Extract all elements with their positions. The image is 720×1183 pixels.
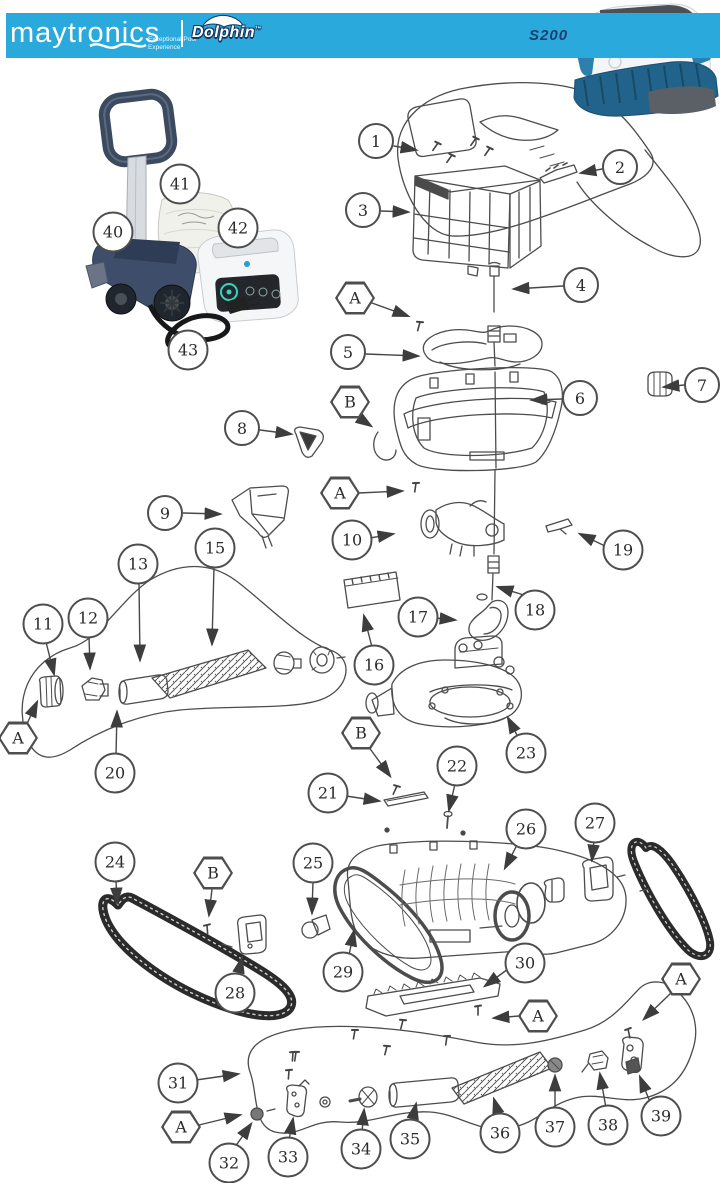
part-brush-bearing bbox=[273, 646, 346, 675]
part-motor-unit bbox=[365, 635, 523, 728]
part-brush-roller bbox=[151, 649, 267, 699]
part-spindle-34 bbox=[348, 1086, 378, 1108]
part-pin-and-cable bbox=[487, 261, 501, 601]
brand-logo: maytronics bbox=[10, 17, 161, 49]
part-tube-35 bbox=[388, 1077, 460, 1108]
brand-tagline: Exceptional Pool Experience bbox=[148, 36, 197, 51]
brand-wave-icon bbox=[89, 42, 147, 49]
part-filter-basket bbox=[412, 165, 542, 277]
part-brush-cap bbox=[38, 675, 64, 708]
part-float-cable-loop bbox=[539, 149, 701, 258]
part-brush-36 bbox=[451, 1051, 553, 1105]
part-impeller-adapter bbox=[647, 371, 673, 397]
part-washer bbox=[319, 1096, 331, 1108]
part-bracket-33 bbox=[286, 1079, 310, 1118]
part-handle bbox=[422, 325, 543, 371]
part-swivel bbox=[420, 500, 505, 557]
part-track-belt-left bbox=[98, 892, 296, 1021]
part-cable-clamp bbox=[468, 593, 509, 641]
header-band bbox=[6, 13, 720, 58]
part-clip bbox=[294, 426, 324, 458]
product-photo-caddy bbox=[85, 88, 299, 353]
part-plate bbox=[343, 571, 401, 609]
part-bottom-panel-outline bbox=[247, 981, 697, 1134]
part-bottom-rail bbox=[365, 972, 501, 1017]
part-bracket-28 bbox=[221, 914, 267, 955]
part-brush-housing-outline bbox=[21, 565, 347, 758]
part-track-belt-right bbox=[627, 837, 715, 961]
part-bracket-39 bbox=[621, 1036, 644, 1075]
part-roller-25 bbox=[301, 914, 331, 939]
part-chassis-assembly bbox=[333, 840, 627, 984]
part-brush-nut bbox=[81, 677, 109, 701]
part-motor-bracket-right bbox=[543, 856, 649, 903]
part-cable-hook bbox=[373, 431, 397, 461]
logo-divider bbox=[181, 20, 183, 47]
part-body bbox=[393, 367, 564, 472]
part-bracket bbox=[231, 485, 290, 549]
part-top-cover bbox=[396, 82, 654, 237]
part-small-clip bbox=[545, 518, 573, 535]
dolphin-logo: Dolphin™ bbox=[192, 24, 262, 41]
part-screw-37 bbox=[547, 1057, 563, 1073]
dolphin-icon bbox=[201, 14, 246, 29]
part-screw-32 bbox=[250, 1107, 276, 1121]
part-nut-38 bbox=[581, 1050, 609, 1073]
part-strip bbox=[383, 791, 429, 807]
model-label: S200 bbox=[529, 27, 569, 44]
part-screw-22 bbox=[384, 810, 466, 836]
